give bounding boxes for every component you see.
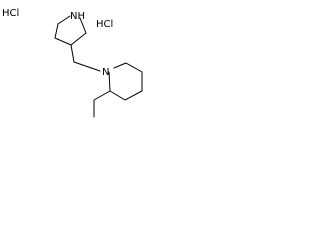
bond-ring6-c2-c3 xyxy=(109,90,126,101)
bond-ring5-n-c2 xyxy=(79,17,87,34)
bond-ring5-c3-c4 xyxy=(54,37,72,46)
hcl-salt-label-left: HCl xyxy=(2,8,19,19)
pyrrolidine-ring xyxy=(54,15,87,46)
bond-ring5-to-ch2 xyxy=(70,44,75,63)
bond-ring5-c4-c1 xyxy=(54,23,59,39)
ethyl-group xyxy=(93,90,111,118)
bond-ring6-n-c2 xyxy=(108,71,111,92)
bond-ring6-c6-n xyxy=(113,62,127,69)
chemical-structure-diagram: NH N HCl HCl xyxy=(2,8,143,118)
piperidine-ring xyxy=(108,62,143,101)
bond-ring5-c2-c3 xyxy=(70,32,87,46)
methylene-linker xyxy=(70,44,101,72)
bond-ring6-c3-c4 xyxy=(124,90,143,101)
piperidine-nitrogen-label: N xyxy=(102,67,109,78)
bond-ring6-to-ethyl xyxy=(93,90,111,101)
bond-ring6-c5-c6 xyxy=(125,62,143,73)
pyrrolidine-nitrogen-label: NH xyxy=(70,11,85,22)
bond-ch2-to-n xyxy=(73,61,101,72)
hcl-salt-label-right: HCl xyxy=(96,19,113,30)
bond-ring5-c1-n xyxy=(57,15,71,25)
